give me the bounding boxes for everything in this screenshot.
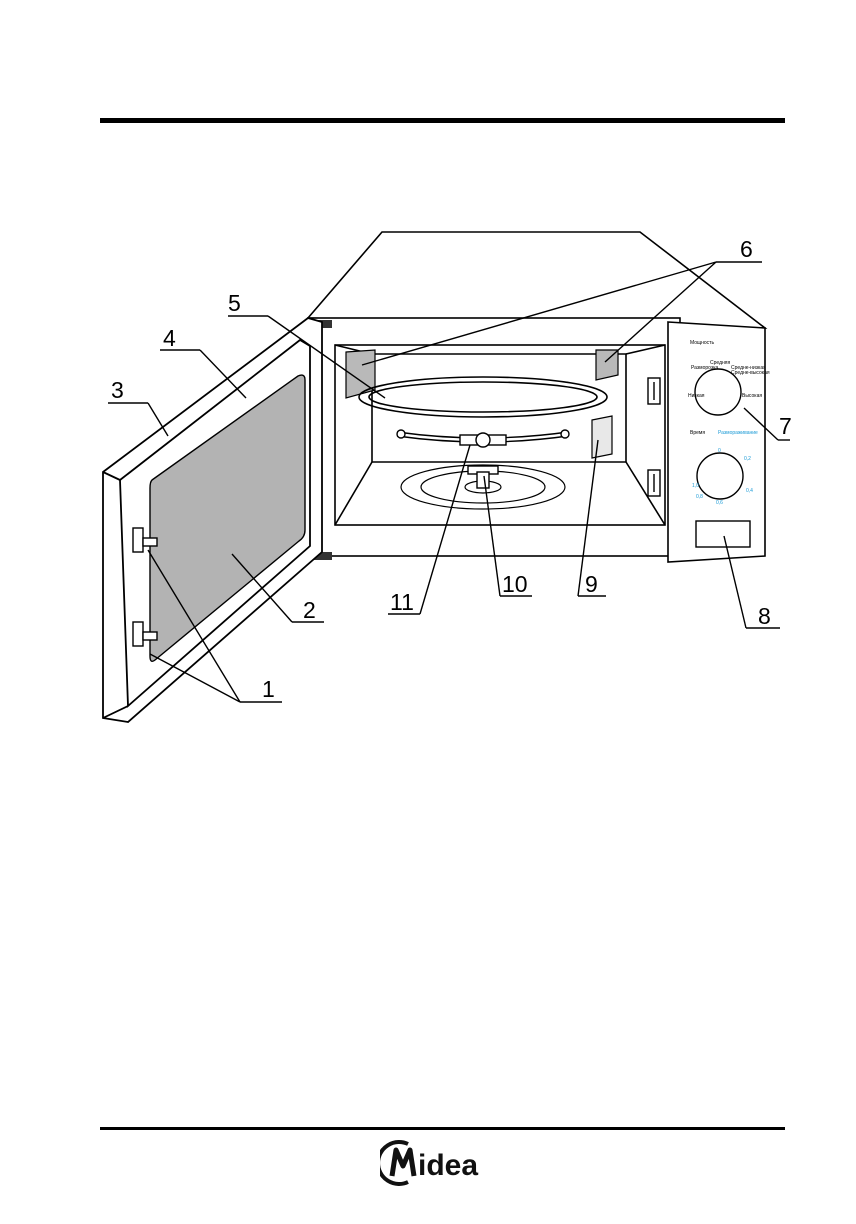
power-setting-medium: Средняя — [710, 360, 730, 366]
defrost-label: Размораживание — [718, 430, 758, 436]
control-panel — [694, 368, 751, 548]
time-mark-0-4: 0,4 — [746, 488, 753, 494]
callout-11: 11 — [390, 589, 414, 615]
callout-6: 6 — [740, 236, 753, 262]
power-setting-low: Низкая — [688, 393, 705, 399]
turntable-shaft — [467, 465, 499, 489]
time-mark-0: 0 — [718, 448, 721, 454]
callout-3: 3 — [111, 377, 124, 403]
callout-2: 2 — [303, 597, 316, 623]
power-setting-medium-high: Средне-высокая — [731, 370, 770, 376]
time-label: Время — [690, 430, 705, 436]
power-setting-medium-low: Средне-низкая — [731, 365, 766, 371]
time-mark-0-2: 0,2 — [744, 456, 751, 462]
power-label: Мощность — [690, 340, 714, 346]
midea-logo: idea — [380, 1140, 478, 1186]
callout-9: 9 — [585, 571, 598, 597]
svg-text:idea: idea — [418, 1149, 478, 1182]
callout-1: 1 — [262, 676, 275, 702]
time-mark-1-0: 1,0 — [692, 483, 699, 489]
control-panel-labels: Мощность Время Размораживание Разморозка… — [688, 340, 770, 506]
callout-5: 5 — [228, 290, 241, 316]
door-latches — [132, 527, 158, 647]
callout-numbers: 1 2 3 4 5 6 7 8 9 10 11 — [111, 236, 792, 702]
power-setting-defrost: Разморозка — [691, 365, 718, 371]
callout-7: 7 — [779, 413, 792, 439]
observation-window — [149, 374, 306, 663]
time-mark-0-6: 0,6 — [716, 500, 723, 506]
roller-ring — [396, 429, 570, 448]
footer-rule — [100, 1127, 785, 1130]
turntable-glass-tray — [358, 376, 608, 418]
callout-10: 10 — [502, 571, 528, 597]
callout-leaders — [108, 261, 790, 703]
header-rule — [100, 118, 785, 123]
latch-slots — [647, 377, 661, 497]
power-setting-high: Высокая — [742, 393, 762, 399]
callout-8: 8 — [758, 603, 771, 629]
callout-4: 4 — [163, 325, 176, 351]
time-mark-0-8: 0,8 — [696, 494, 703, 500]
